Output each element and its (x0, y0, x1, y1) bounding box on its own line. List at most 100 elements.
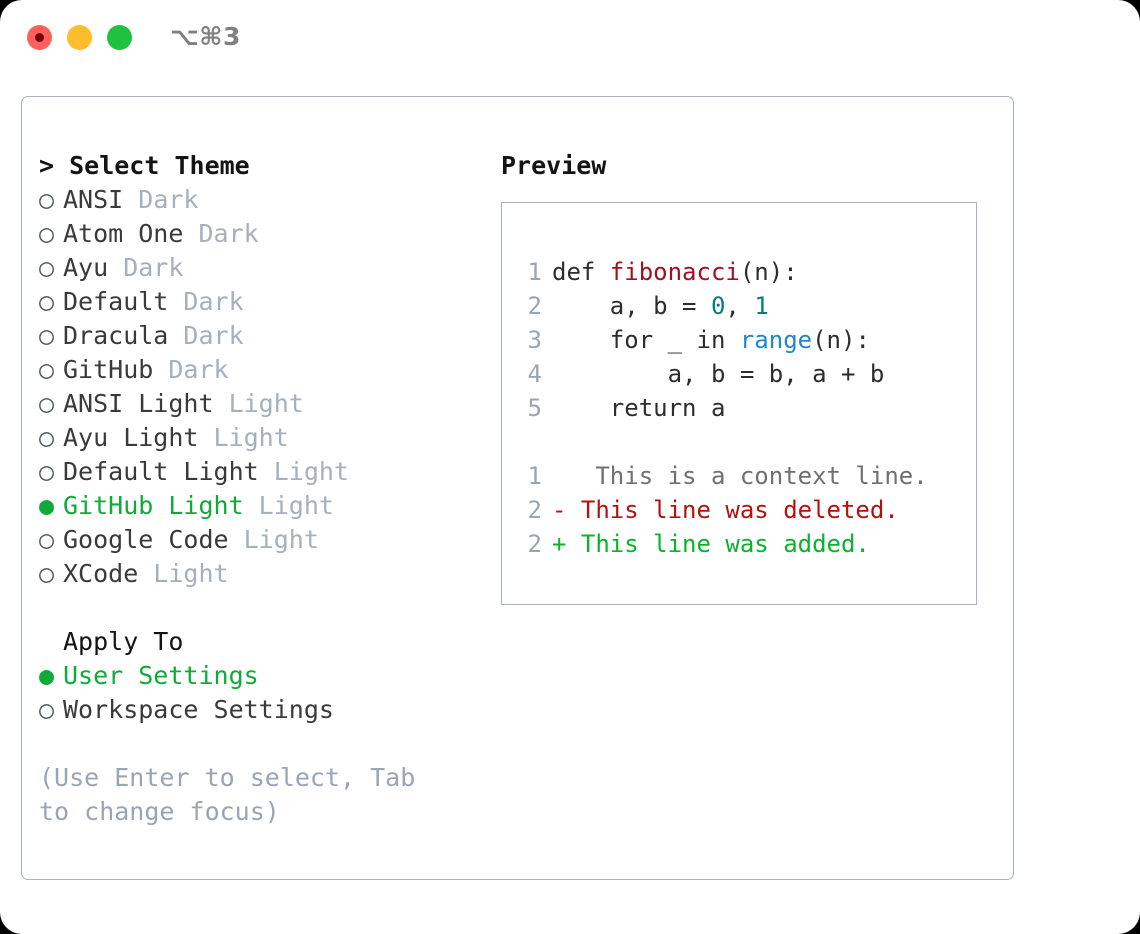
theme-option-kind: Dark (108, 253, 184, 282)
code-token: a, b = (552, 292, 711, 320)
code-token: def (552, 258, 610, 286)
diff-line-text: This is a context line. (552, 462, 928, 490)
page-title: > Select Theme (39, 151, 250, 180)
radio-unselected-icon[interactable]: ○ (39, 355, 55, 384)
code-line: 1 def fibonacci(n): (516, 255, 970, 289)
theme-list[interactable]: ○ANSI Dark○Atom One Dark○Ayu Dark○Defaul… (39, 183, 499, 591)
diff-line: 1 This is a context line. (516, 459, 970, 493)
spacer (516, 425, 970, 459)
apply-to-heading: Apply To (63, 627, 184, 656)
theme-option-kind: Light (243, 491, 334, 520)
theme-option-kind: Dark (183, 219, 259, 248)
theme-option[interactable]: ● GitHub Light Light (39, 489, 499, 523)
code-token: (n): (812, 326, 870, 354)
theme-option[interactable]: ○ANSI Light Light (39, 387, 499, 421)
diff-line-text: + This line was added. (552, 530, 870, 558)
radio-unselected-icon[interactable]: ○ (39, 185, 55, 214)
main-panel: > Select Theme ○ANSI Dark○Atom One Dark○… (21, 96, 1014, 880)
radio-selected-icon[interactable]: ● (39, 491, 55, 520)
theme-option[interactable]: ○ANSI Dark (39, 183, 499, 217)
theme-option-kind: Light (228, 525, 319, 554)
code-line: 2 a, b = 0, 1 (516, 289, 970, 323)
theme-option-label: Ayu (63, 253, 109, 282)
code-token: a, b = b, a + b (552, 360, 885, 388)
radio-selected-icon[interactable]: ● (39, 661, 55, 690)
code-line: 5 return a (516, 391, 970, 425)
radio-unselected-icon[interactable]: ○ (39, 695, 55, 724)
code-token: , (725, 292, 755, 320)
code-token: 0 (710, 292, 726, 320)
theme-option-label: GitHub Light (63, 491, 244, 520)
theme-option-label: Atom One (63, 219, 184, 248)
theme-option-kind: Light (138, 559, 229, 588)
line-number: 1 (527, 258, 542, 286)
theme-option-label: Default (63, 287, 169, 316)
theme-option[interactable]: ○ XCode Light (39, 557, 499, 591)
radio-unselected-icon[interactable]: ○ (39, 219, 55, 248)
diff-line: 2 + This line was added. (516, 527, 970, 561)
theme-option-label: Ayu Light (63, 423, 199, 452)
theme-option-label: Default Light (63, 457, 259, 486)
theme-option-kind: Dark (168, 287, 244, 316)
line-number: 2 (527, 530, 542, 558)
help-text: (Use Enter to select, Tab to change focu… (39, 763, 416, 826)
preview-title: Preview (501, 151, 607, 180)
theme-option-kind: Dark (153, 355, 229, 384)
radio-unselected-icon[interactable]: ○ (39, 559, 55, 588)
radio-unselected-icon[interactable]: ○ (39, 423, 55, 452)
code-line: 4 a, b = b, a + b (516, 357, 970, 391)
close-button[interactable] (27, 25, 52, 50)
code-token: range (739, 326, 813, 354)
theme-option-kind: Light (213, 389, 304, 418)
theme-option[interactable]: ○ Ayu Dark (39, 251, 499, 285)
line-number: 1 (527, 462, 542, 490)
theme-option-kind: Light (198, 423, 289, 452)
apply-to-option-label: Workspace Settings (63, 695, 334, 724)
apply-to-option[interactable]: ● User Settings (39, 659, 499, 693)
minimize-button[interactable] (67, 25, 92, 50)
code-line: 3 for _ in range(n): (516, 323, 970, 357)
radio-unselected-icon[interactable]: ○ (39, 389, 55, 418)
theme-option[interactable]: ○ Default Light Light (39, 455, 499, 489)
radio-unselected-icon[interactable]: ○ (39, 287, 55, 316)
code-token: return a (552, 394, 726, 422)
theme-option-label: Google Code (63, 525, 229, 554)
theme-selector-column: > Select Theme ○ANSI Dark○Atom One Dark○… (39, 149, 499, 829)
theme-option-kind: Dark (168, 321, 244, 350)
theme-option[interactable]: ○ GitHub Dark (39, 353, 499, 387)
title-bar: ⌥⌘3 (0, 0, 1140, 78)
theme-option-label: Dracula (63, 321, 169, 350)
theme-option[interactable]: ○ Atom One Dark (39, 217, 499, 251)
apply-to-option[interactable]: ○ Workspace Settings (39, 693, 499, 727)
theme-option-kind: Light (258, 457, 349, 486)
radio-unselected-icon[interactable]: ○ (39, 253, 55, 282)
keyboard-shortcut-label: ⌥⌘3 (170, 22, 241, 51)
radio-unselected-icon[interactable]: ○ (39, 321, 55, 350)
line-number: 5 (527, 394, 542, 422)
theme-option[interactable]: ○ Google Code Light (39, 523, 499, 557)
diff-sample: 1 This is a context line.2- This line wa… (516, 459, 970, 561)
diff-line: 2- This line was deleted. (516, 493, 970, 527)
line-number: 3 (527, 326, 542, 354)
theme-option-label: GitHub (63, 355, 154, 384)
theme-option[interactable]: ○ Dracula Dark (39, 319, 499, 353)
code-token: (n): (739, 258, 798, 286)
maximize-button[interactable] (107, 25, 132, 50)
theme-option-label: XCode (63, 559, 139, 588)
apply-to-list[interactable]: ● User Settings ○ Workspace Settings (39, 659, 499, 727)
theme-option-kind: Dark (123, 185, 199, 214)
radio-unselected-icon[interactable]: ○ (39, 457, 55, 486)
radio-unselected-icon[interactable]: ○ (39, 525, 55, 554)
apply-to-option-label: User Settings (63, 661, 259, 690)
code-token: fibonacci (609, 258, 740, 286)
theme-option[interactable]: ○ Ayu Light Light (39, 421, 499, 455)
line-number: 2 (527, 292, 542, 320)
line-number: 4 (527, 360, 542, 388)
code-token: 1 (754, 292, 769, 320)
theme-option[interactable]: ○ Default Dark (39, 285, 499, 319)
